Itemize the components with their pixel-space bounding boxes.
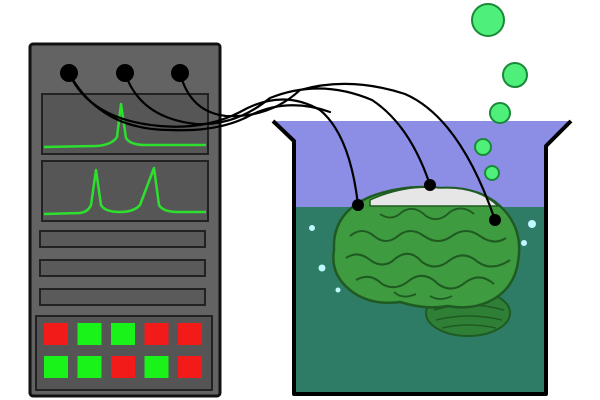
sparkle (335, 287, 341, 293)
electrode-wires (67, 71, 497, 222)
brain-fold (345, 252, 511, 268)
led-green (111, 323, 135, 345)
brain (332, 185, 521, 337)
wire (67, 71, 360, 207)
led-red (144, 323, 169, 345)
wire (67, 71, 332, 132)
drive-slot (39, 288, 206, 306)
waveform-trace (43, 102, 206, 149)
electrode (489, 214, 501, 226)
electrode (352, 199, 364, 211)
brain-fold (379, 207, 475, 221)
bubble (471, 3, 505, 37)
brain-fold (349, 230, 507, 243)
sparkle (521, 240, 527, 246)
waveform-trace (43, 166, 206, 216)
computer-cabinet (28, 42, 222, 398)
led-green (144, 356, 169, 378)
vat-outline (271, 119, 573, 396)
bubble (474, 138, 492, 156)
led-green (77, 323, 102, 345)
drive-slot (39, 259, 206, 277)
brain-fold (393, 291, 453, 300)
led-green (44, 356, 68, 378)
led-red (44, 323, 68, 345)
led-red (111, 356, 135, 378)
brain-cerebrum (332, 185, 521, 309)
led-grid (44, 323, 202, 378)
wire (123, 71, 432, 187)
sparkle (528, 220, 536, 228)
sparkle (309, 225, 315, 231)
bubble (502, 62, 528, 88)
bubbles (471, 3, 528, 181)
led-red (178, 323, 202, 345)
brain-fold (355, 274, 495, 290)
led-green (77, 356, 102, 378)
bubble (489, 102, 511, 124)
electrode (424, 179, 436, 191)
bubble (484, 165, 500, 181)
brain-exposed-top (369, 186, 500, 207)
wire (178, 71, 497, 222)
sparkle (318, 264, 326, 272)
drive-slot (39, 230, 206, 248)
led-red (178, 356, 202, 378)
